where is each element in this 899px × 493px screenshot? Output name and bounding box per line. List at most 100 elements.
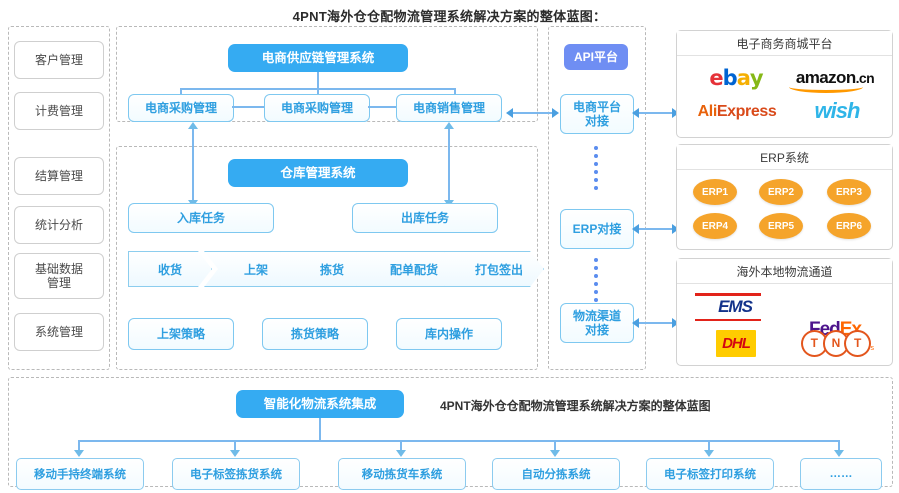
sidebar-item-settlement[interactable]: 结算管理 [14,157,104,195]
strategy-label: 库内操作 [424,327,473,341]
bottom-drop-3 [400,440,402,452]
erp-item-label: ERP4 [701,220,729,232]
warehouse-task-inbound[interactable]: 入库任务 [128,203,274,233]
arrow-left-api-logistics [632,318,639,328]
arrowline-api-ecommerce [638,112,676,114]
supply-box-purchase-2[interactable]: 电商采购管理 [264,94,370,122]
arrow-right-api-logistics [672,318,679,328]
connector-sales-to-outbound [448,128,450,202]
arrow-left-supply-api [506,108,513,118]
sidebar-item-label: 客户管理 [34,53,83,67]
sidebar-item-label: 计费管理 [34,104,83,118]
sidebar-item-label: 系统管理 [34,325,83,339]
panel-erp-title: ERP系统 [677,145,892,170]
bottom-item-tag-picking[interactable]: 电子标签拣货系统 [172,458,300,490]
erp-item-4[interactable]: ERP4 [693,213,737,239]
supply-box-label: 电商采购管理 [144,101,217,115]
tnt-letter-3: T [844,329,872,357]
warehouse-task-label: 入库任务 [176,211,225,225]
process-step-receive[interactable]: 收货 [128,251,212,287]
ems-bar-top [695,293,761,296]
amazon-smile-icon [789,81,863,93]
wish-logo: wish [789,97,885,125]
sidebar-item-customer[interactable]: 客户管理 [14,41,104,79]
sidebar-item-label: 基础数据 管理 [34,262,83,290]
amazon-logo: amazon.cn [785,65,885,93]
process-step-pick[interactable]: 拣货 [280,251,374,287]
supply-box-purchase-1[interactable]: 电商采购管理 [128,94,234,122]
process-step-shelve[interactable]: 上架 [204,251,298,287]
link-box2-box3 [368,106,396,108]
strategy-picking[interactable]: 拣货策略 [262,318,368,350]
strategy-shelving[interactable]: 上架策略 [128,318,234,350]
erp-item-1[interactable]: ERP1 [693,179,737,205]
strategy-inhouse[interactable]: 库内操作 [396,318,502,350]
erp-item-6[interactable]: ERP6 [827,213,871,239]
warehouse-task-label: 出库任务 [400,211,449,225]
supply-chain-header-label: 电商供应链管理系统 [261,50,375,65]
api-header: API平台 [564,44,628,70]
dhl-wordmark: DHL [716,329,756,357]
api-connector-ecommerce[interactable]: 电商平台 对接 [560,94,634,134]
ebay-letter-y: y [749,66,764,90]
warehouse-header: 仓库管理系统 [228,159,408,187]
sidebar-container [8,26,110,370]
api-connector-logistics[interactable]: 物流渠道 对接 [560,303,634,343]
sidebar-item-statistics[interactable]: 统计分析 [14,206,104,244]
supply-box-label: 电商销售管理 [412,101,485,115]
bottom-drop-1 [78,440,80,452]
bottom-item-picking-cart[interactable]: 移动拣货车系统 [338,458,466,490]
process-step-label: 拣货 [319,262,344,277]
erp-item-5[interactable]: ERP5 [759,213,803,239]
link-box1-box2 [232,106,264,108]
bottom-item-label: 移动手持终端系统 [34,469,126,481]
erp-item-2[interactable]: ERP2 [759,179,803,205]
bottom-item-label: 电子标签打印系统 [664,469,756,481]
erp-item-label: ERP3 [835,186,863,198]
bottom-note: 4PNT海外仓仓配物流管理系统解决方案的整体蓝图 [440,399,711,413]
panel-erp: ERP系统 ERP1 ERP2 ERP3 ERP4 ERP5 ERP6 [676,144,893,250]
bottom-item-label: 自动分拣系统 [521,469,591,481]
bottom-bus [78,440,838,442]
arrow-left-api-erp [632,224,639,234]
supply-box-label: 电商采购管理 [280,101,353,115]
connector-purchase-to-inbound [192,128,194,202]
sidebar-item-system[interactable]: 系统管理 [14,313,104,351]
sidebar-item-billing[interactable]: 计费管理 [14,92,104,130]
bottom-item-handheld[interactable]: 移动手持终端系统 [16,458,144,490]
bottom-drop-2 [234,440,236,452]
process-step-label: 上架 [243,262,268,277]
warehouse-header-label: 仓库管理系统 [280,165,356,180]
strategy-label: 拣货策略 [290,327,339,341]
bottom-drop-6 [838,440,840,452]
erp-item-3[interactable]: ERP3 [827,179,871,205]
strategy-label: 上架策略 [156,327,205,341]
ebay-letter-e: e [709,66,723,90]
arrowline-api-logistics [638,322,676,324]
bottom-item-more[interactable]: …… [800,458,882,490]
sidebar-item-basic-data[interactable]: 基础数据 管理 [14,253,104,299]
dots-ecommerce-to-erp [594,146,598,190]
erp-item-label: ERP6 [835,220,863,232]
bottom-arrow-4 [550,450,560,457]
process-step-pack-ship[interactable]: 打包签出 [444,251,544,287]
ems-logo: EMS [695,293,769,321]
erp-item-label: ERP2 [767,186,795,198]
arrowline-api-erp [638,228,676,230]
supply-box-sales[interactable]: 电商销售管理 [396,94,502,122]
api-connector-label: 物流渠道 对接 [572,309,621,337]
warehouse-task-outbound[interactable]: 出库任务 [352,203,498,233]
process-step-allocate[interactable]: 配单配货 [356,251,462,287]
bottom-item-tag-printing[interactable]: 电子标签打印系统 [646,458,774,490]
arrowline-supply-api [512,112,556,114]
tnt-logo: T N T [801,329,872,357]
panel-erp-body: ERP1 ERP2 ERP3 ERP4 ERP5 ERP6 [677,169,892,249]
process-step-label: 配单配货 [389,262,438,277]
bottom-arrow-5 [704,450,714,457]
api-connector-erp[interactable]: ERP对接 [560,209,634,249]
bottom-item-auto-sorting[interactable]: 自动分拣系统 [492,458,620,490]
